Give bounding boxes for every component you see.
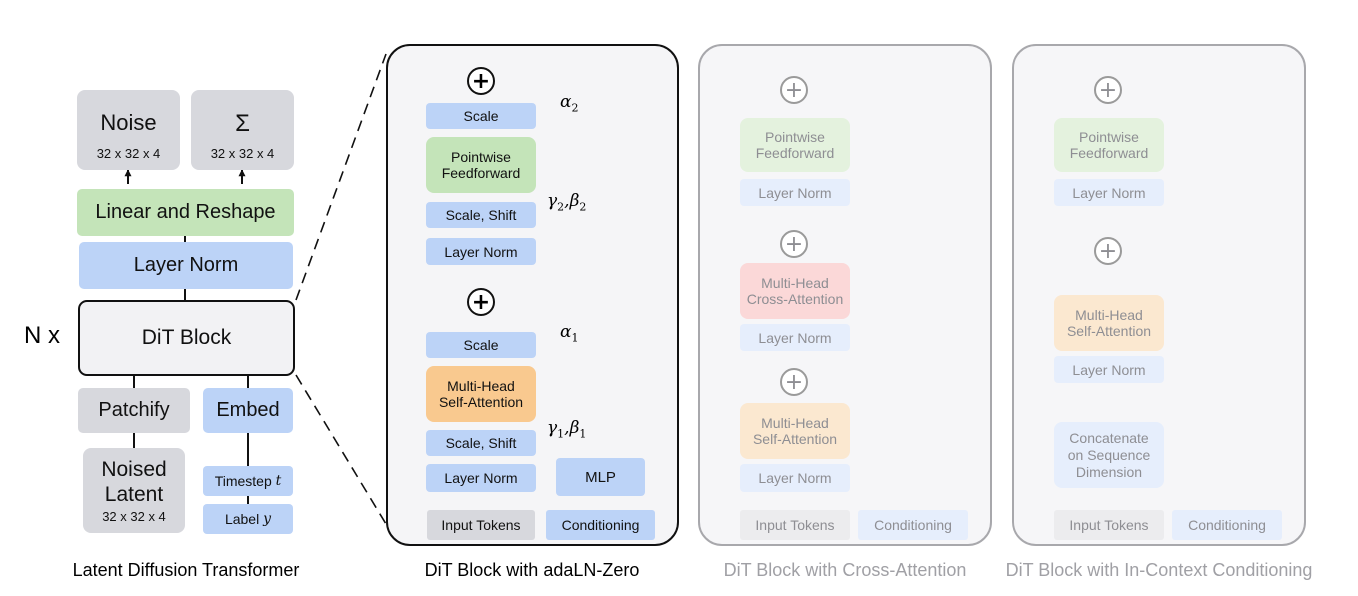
cross-pointwise-feedforward-box: Pointwise Feedforward (740, 118, 850, 172)
gamma1-beta1-label: γ1,β1 (547, 418, 587, 441)
incontext-mhsa-line2: Self-Attention (1066, 323, 1152, 339)
incontext-layer-norm-box-1: Layer Norm (1054, 179, 1164, 206)
label-box: Label y (203, 504, 293, 534)
residual-add-icon-bottom: + (467, 288, 495, 316)
incontext-mhsa-line1: Multi-Head (1075, 307, 1143, 323)
noised-latent-box: Noised Latent 32 x 32 x 4 (83, 448, 185, 533)
beta1-sub: 1 (579, 427, 587, 441)
cross-input-tokens-box: Input Tokens (740, 510, 850, 540)
cross-add-icon-middle: + (780, 230, 808, 258)
sigma-output-box: Σ 32 x 32 x 4 (191, 90, 294, 170)
pointwise-feedforward-box: Pointwise Feedforward (426, 137, 536, 193)
mhca-line1: Multi-Head (761, 275, 829, 291)
cross-mhsa-line2: Self-Attention (752, 431, 838, 447)
mhca-line2: Cross-Attention (746, 291, 844, 307)
cross-add-icon-bottom: + (780, 368, 808, 396)
caption-cross-attention: DiT Block with Cross-Attention (723, 560, 967, 580)
alpha2-label: α2 (560, 92, 578, 114)
noised-latent-line2: Latent (104, 483, 164, 506)
alpha2-symbol: α (560, 92, 572, 112)
layer-norm-box: Layer Norm (79, 242, 293, 289)
gamma1-sub: 1 (557, 427, 565, 441)
beta1-symbol: β (569, 418, 580, 438)
incontext-input-tokens-box: Input Tokens (1054, 510, 1164, 540)
mhsa-line2: Self-Attention (438, 394, 524, 410)
scale-box-top: Scale (426, 103, 536, 129)
noise-shape: 32 x 32 x 4 (96, 145, 161, 161)
noised-latent-shape: 32 x 32 x 4 (102, 509, 166, 524)
noise-title: Noise (100, 109, 157, 135)
label-text: Label (224, 511, 260, 527)
caption-in-context-conditioning: DiT Block with In-Context Conditioning (1005, 560, 1313, 580)
linear-reshape-box: Linear and Reshape (77, 189, 294, 236)
noise-output-box: Noise 32 x 32 x 4 (77, 90, 180, 170)
input-tokens-box: Input Tokens (427, 510, 535, 540)
residual-add-icon-top: + (467, 67, 495, 95)
concat-line2: on Sequence (1067, 446, 1151, 463)
mhsa-line1: Multi-Head (447, 378, 515, 394)
patchify-box: Patchify (78, 388, 190, 433)
layer-norm-box-top: Layer Norm (426, 238, 536, 265)
sigma-title: Σ (235, 109, 250, 137)
gamma2-beta2-label: γ2,β2 (547, 191, 587, 214)
timestep-text: Timestep (214, 473, 272, 489)
alpha1-sub: 1 (571, 331, 579, 345)
sigma-shape: 32 x 32 x 4 (210, 145, 275, 161)
incontext-layer-norm-box-2: Layer Norm (1054, 356, 1164, 383)
gamma1-symbol: γ (547, 418, 558, 438)
concat-line3: Dimension (1075, 463, 1143, 480)
cross-add-icon-top: + (780, 76, 808, 104)
embed-box: Embed (203, 388, 293, 433)
cross-multi-head-self-attention-box: Multi-Head Self-Attention (740, 403, 850, 459)
n-x-label: N x (24, 322, 60, 349)
cross-mhsa-line1: Multi-Head (761, 415, 829, 431)
label-var: y (263, 511, 272, 527)
alpha1-symbol: α (560, 322, 572, 342)
cross-conditioning-box: Conditioning (858, 510, 968, 540)
incontext-pointwise-feedforward-box: Pointwise Feedforward (1054, 118, 1164, 172)
conditioning-box: Conditioning (546, 510, 655, 540)
multi-head-self-attention-box: Multi-Head Self-Attention (426, 366, 536, 422)
timestep-var: t (275, 473, 282, 489)
cross-layer-norm-box-2: Layer Norm (740, 324, 850, 351)
cross-pointwise-line1: Pointwise (765, 129, 825, 145)
incontext-conditioning-box: Conditioning (1172, 510, 1282, 540)
incontext-add-icon-top: + (1094, 76, 1122, 104)
cross-layer-norm-box-1: Layer Norm (740, 179, 850, 206)
alpha1-label: α1 (560, 322, 578, 344)
cross-pointwise-line2: Feedforward (755, 145, 835, 161)
scale-shift-box-top: Scale, Shift (426, 202, 536, 228)
noised-latent-line1: Noised (101, 458, 167, 481)
mlp-box: MLP (556, 458, 645, 496)
incontext-pointwise-line2: Feedforward (1069, 145, 1149, 161)
pointwise-line1: Pointwise (451, 149, 511, 165)
gamma2-symbol: γ (547, 191, 558, 211)
caption-latent-diffusion-transformer: Latent Diffusion Transformer (72, 560, 300, 580)
beta2-sub: 2 (579, 200, 587, 214)
dit-block-box: DiT Block (78, 300, 295, 376)
layer-norm-box-bottom: Layer Norm (426, 464, 536, 492)
scale-shift-box-bottom: Scale, Shift (426, 430, 536, 456)
incontext-add-icon-bottom: + (1094, 237, 1122, 265)
gamma2-sub: 2 (557, 200, 565, 214)
concat-line1: Concatenate (1069, 429, 1149, 446)
cross-layer-norm-box-3: Layer Norm (740, 464, 850, 492)
alpha2-sub: 2 (571, 101, 579, 115)
incontext-pointwise-line1: Pointwise (1079, 129, 1139, 145)
incontext-multi-head-self-attention-box: Multi-Head Self-Attention (1054, 295, 1164, 351)
beta2-symbol: β (569, 191, 580, 211)
pointwise-line2: Feedforward (441, 165, 521, 181)
caption-adaln-zero: DiT Block with adaLN-Zero (424, 560, 640, 580)
scale-box-bottom: Scale (426, 332, 536, 358)
timestep-box: Timestep t (203, 466, 293, 496)
multi-head-cross-attention-box: Multi-Head Cross-Attention (740, 263, 850, 319)
concatenate-sequence-box: Concatenate on Sequence Dimension (1054, 422, 1164, 488)
